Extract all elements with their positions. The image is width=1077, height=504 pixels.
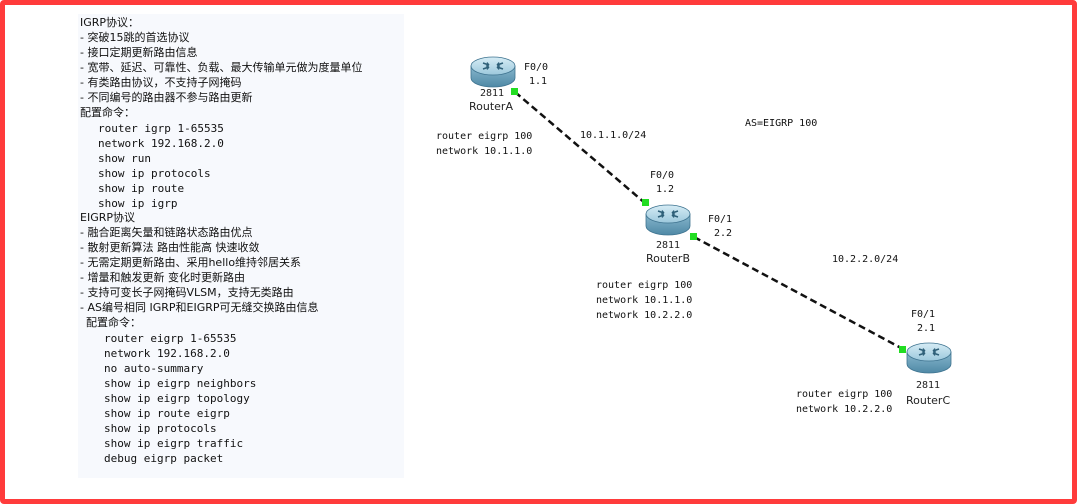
notes-panel xyxy=(78,14,404,478)
router-b-config-2: network 10.1.1.0 xyxy=(596,295,693,306)
igrp-feature-5: - 不同编号的路由器不参与路由更新 xyxy=(80,91,253,104)
router-a-model: 2811 xyxy=(480,88,505,99)
eigrp-cmd-5: show ip eigrp topology xyxy=(104,392,250,405)
eigrp-cmd-3: no auto-summary xyxy=(104,362,204,375)
router-c-config-1: router eigrp 100 xyxy=(796,389,893,400)
as-label: AS=EIGRP 100 xyxy=(745,118,818,129)
igrp-cmd-3: show run xyxy=(98,152,151,165)
eigrp-feature-5: - 支持可变长子网掩码VLSM，支持无类路由 xyxy=(80,286,294,299)
igrp-cmd-2: network 192.168.2.0 xyxy=(98,137,224,150)
eigrp-cmd-6: show ip route eigrp xyxy=(104,407,230,420)
router-b-ip-left: 1.2 xyxy=(656,184,675,195)
router-b-name: RouterB xyxy=(646,252,690,265)
igrp-config-title: 配置命令： xyxy=(80,106,135,119)
router-b-ip-right: 2.2 xyxy=(714,228,733,239)
eigrp-cmd-2: network 192.168.2.0 xyxy=(104,347,230,360)
router-c-model: 2811 xyxy=(916,380,941,391)
eigrp-title: EIGRP协议 xyxy=(80,211,135,224)
link-a-b xyxy=(514,91,646,204)
router-a-config-2: network 10.1.1.0 xyxy=(436,146,533,157)
eigrp-cmd-1: router eigrp 1-65535 xyxy=(104,332,237,345)
igrp-cmd-5: show ip route xyxy=(98,182,185,195)
router-c-name: RouterC xyxy=(906,394,951,407)
router-a-name: RouterA xyxy=(469,100,513,113)
port-dot-b-right xyxy=(690,233,697,240)
link1-subnet-label: 10.1.1.0/24 xyxy=(580,130,647,141)
port-dot-a xyxy=(511,88,518,95)
igrp-feature-1: - 突破15跳的首选协议 xyxy=(80,31,190,44)
eigrp-feature-6: - AS编号相同 IGRP和EIGRP可无缝交换路由信息 xyxy=(80,301,319,314)
eigrp-feature-3: - 无需定期更新路由、采用hello维持邻居关系 xyxy=(80,256,302,269)
router-b-iface-right: F0/1 xyxy=(708,214,733,225)
eigrp-cmd-9: debug eigrp packet xyxy=(104,452,224,465)
igrp-feature-2: - 接口定期更新路由信息 xyxy=(80,46,198,59)
router-a-ip: 1.1 xyxy=(529,76,548,87)
router-c-config-2: network 10.2.2.0 xyxy=(796,404,893,415)
router-a-iface: F0/0 xyxy=(524,62,549,73)
router-a-config-1: router eigrp 100 xyxy=(436,131,533,142)
eigrp-config-title: 配置命令： xyxy=(86,316,141,329)
router-c-iface: F0/1 xyxy=(911,309,936,320)
router-a-icon xyxy=(470,56,516,88)
igrp-feature-4: - 有类路由协议，不支持子网掩码 xyxy=(80,76,242,89)
link-b-c xyxy=(693,235,904,351)
eigrp-cmd-8: show ip eigrp traffic xyxy=(104,437,244,450)
router-c-ip: 2.1 xyxy=(917,323,936,334)
router-b-model: 2811 xyxy=(656,240,681,251)
router-b-config-3: network 10.2.2.0 xyxy=(596,310,693,321)
eigrp-cmd-7: show ip protocols xyxy=(104,422,217,435)
igrp-title: IGRP协议： xyxy=(80,16,140,29)
port-dot-b-left xyxy=(642,199,649,206)
igrp-feature-3: - 宽带、延迟、可靠性、负载、最大传输单元做为度量单位 xyxy=(80,61,363,74)
igrp-cmd-6: show ip igrp xyxy=(98,197,178,210)
igrp-cmd-4: show ip protocols xyxy=(98,167,211,180)
link2-subnet-label: 10.2.2.0/24 xyxy=(832,254,899,265)
eigrp-feature-4: - 增量和触发更新 变化时更新路由 xyxy=(80,271,245,284)
eigrp-feature-1: - 融合距离矢量和链路状态路由优点 xyxy=(80,226,253,239)
eigrp-cmd-4: show ip eigrp neighbors xyxy=(104,377,257,390)
router-b-icon xyxy=(645,204,691,236)
igrp-cmd-1: router igrp 1-65535 xyxy=(98,122,224,135)
router-b-config-1: router eigrp 100 xyxy=(596,280,693,291)
eigrp-feature-2: - 散射更新算法 路由性能高 快速收敛 xyxy=(80,241,260,254)
router-c-icon xyxy=(906,342,952,374)
router-b-iface-left: F0/0 xyxy=(650,170,675,181)
port-dot-c xyxy=(899,346,906,353)
